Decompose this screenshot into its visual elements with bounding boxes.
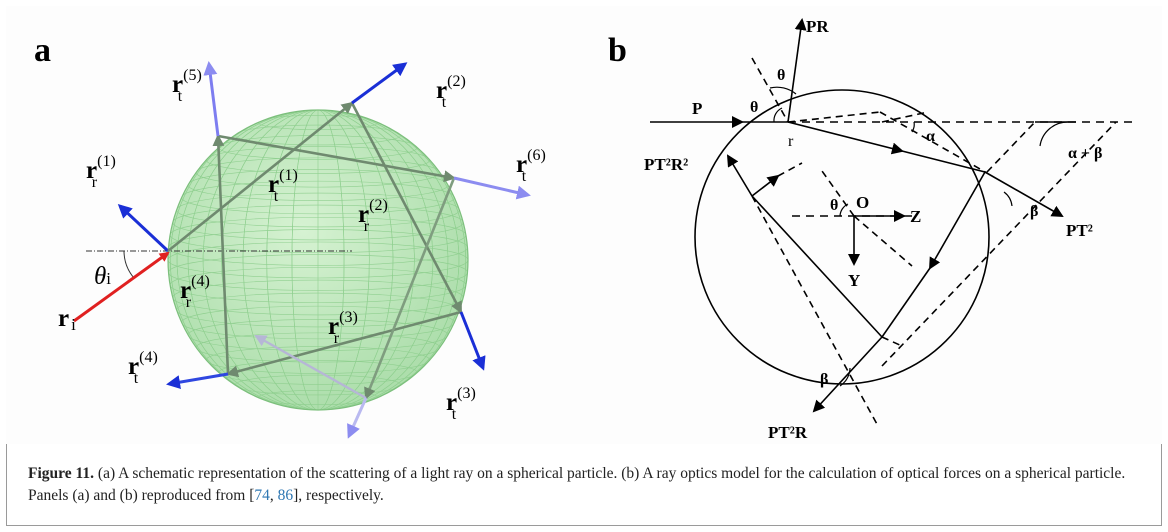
transmitted-ray-3 (459, 311, 486, 371)
label-pr: PR (806, 17, 829, 36)
internal-ray-3 (226, 310, 462, 378)
panel-b-diagram: PR P θ θ θ r α α + β PT²R² O Z Y β PT² β… (644, 17, 1132, 442)
transmitted-ray-pale (347, 397, 368, 439)
internal-ray-2 (350, 102, 463, 314)
reflected-ray-pr (787, 18, 807, 123)
theta-i-arc (123, 250, 135, 279)
figure-caption: Figure 11. (a) A schematic representatio… (28, 463, 1138, 507)
transmitted-ray-4 (166, 372, 229, 390)
panel-a-letter: a (34, 32, 51, 69)
label-r-t1: r(1)t (268, 167, 298, 205)
label-z: Z (910, 207, 921, 226)
label-theta-center: θ (830, 197, 838, 214)
transmitted-ray-6 (453, 176, 531, 200)
transmitted-ray-pt2r2 (726, 154, 753, 197)
incident-ray (73, 251, 170, 323)
label-r-t2: r(2)t (436, 73, 466, 111)
sphere (168, 110, 468, 410)
internal-ray-pale (254, 334, 367, 400)
refracted-ray (787, 121, 904, 155)
label-theta-i: θi (94, 263, 111, 290)
panel-a: a (6, 6, 590, 444)
caption-sep: , (269, 487, 278, 504)
theta-arc-center (839, 203, 849, 217)
label-pt2r: PT²R (768, 423, 808, 442)
transmitted-ray-pt2 (984, 171, 1064, 217)
label-theta-left: θ (750, 99, 758, 116)
theta-arc-left (773, 107, 783, 123)
transmitted-ray-5 (203, 61, 220, 137)
label-beta-right: β (1030, 203, 1038, 220)
panel-b-letter: b (608, 32, 627, 69)
caption-text-1: (a) A schematic representation of the sc… (28, 465, 1126, 504)
label-pt2: PT² (1066, 221, 1093, 240)
label-p: P (692, 99, 702, 118)
label-alpha-beta: α + β (1068, 145, 1102, 162)
dashed-long-diagonal (881, 121, 1117, 367)
internal-ray-4 (212, 134, 230, 375)
caption-text-2: ], respectively. (293, 487, 384, 504)
label-r-t6: r(6)t (516, 147, 546, 185)
reflected-ray-1 (117, 203, 170, 253)
label-pt2r2: PT²R² (644, 155, 688, 174)
internal-ray-6 (364, 177, 456, 400)
transmitted-ray-pt2r (812, 336, 883, 413)
caption-label: Figure 11. (28, 465, 95, 482)
internal-ray-1 (167, 101, 354, 253)
label-r-t3: r(3)t (446, 385, 476, 423)
label-o: O (856, 193, 869, 212)
label-theta-top: θ (777, 67, 785, 84)
panel-b: b (592, 6, 1158, 444)
citation-link-86[interactable]: 86 (277, 487, 294, 504)
theta-arc-top (769, 86, 797, 95)
internal-ray-5 (217, 134, 456, 183)
label-r: r (788, 133, 794, 150)
label-y: Y (848, 271, 860, 290)
transmitted-ray-2 (351, 62, 408, 105)
label-r-r3: r(3)r (328, 309, 358, 347)
citation-link-74[interactable]: 74 (254, 487, 270, 504)
label-r-r4: r(4)r (180, 273, 210, 311)
particle-circle (694, 89, 990, 385)
label-alpha: α (926, 128, 935, 145)
label-r-t5: r(5)t (172, 67, 202, 105)
label-beta-bottom: β (820, 371, 828, 388)
internal-ray-down (929, 171, 986, 270)
label-r-r1: r(1)r (86, 153, 116, 191)
label-r-r2: r(2)r (358, 197, 388, 235)
label-r-t4: r(4)t (128, 349, 158, 387)
